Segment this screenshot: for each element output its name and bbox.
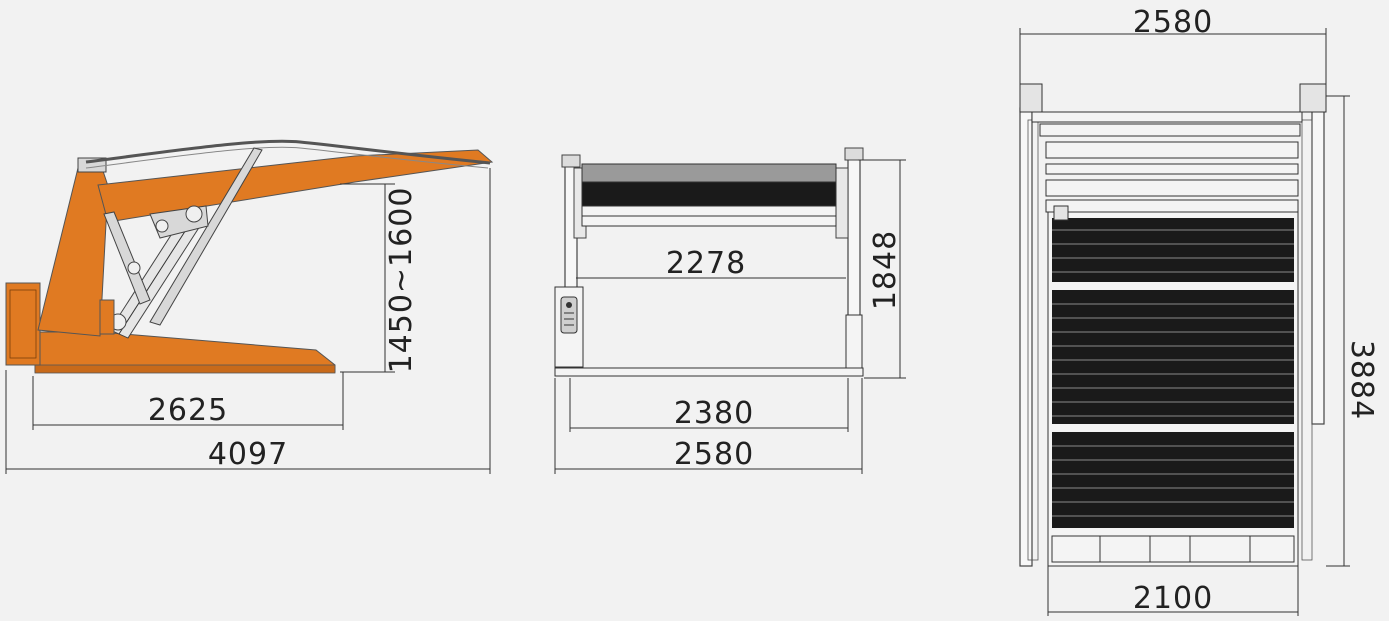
side-view-upper-arm	[97, 149, 494, 223]
side-view-top-rail-inner	[85, 146, 489, 169]
front-view: 2278 1848 2380 2580	[554, 147, 906, 474]
top-view: 2580 3884 2100	[1019, 5, 1379, 616]
top-view-slats-middle	[1052, 290, 1294, 424]
front-view-ground-rail	[554, 367, 864, 377]
side-view-diagonal-strut	[149, 147, 263, 326]
top-view-length-dimension: 3884	[1344, 340, 1379, 420]
side-view-base-dimension: 2625	[148, 393, 228, 428]
top-view-right-rail	[1311, 107, 1325, 425]
top-view-slats-lower	[1052, 432, 1294, 528]
side-view-linkage-arm	[103, 211, 151, 305]
top-view-left-rail	[1019, 107, 1033, 567]
top-view-left-post-cap	[1019, 83, 1043, 113]
top-view-top-width-dimension: 2580	[1133, 5, 1213, 40]
top-view-right-post-cap	[1299, 83, 1327, 113]
side-view-total-dimension: 4097	[208, 437, 288, 472]
side-view-control-box	[5, 282, 41, 366]
side-view-main-post	[37, 167, 109, 337]
front-view-outer-width-dimension: 2580	[674, 437, 754, 472]
top-view-slats-upper	[1052, 218, 1294, 282]
front-view-height-dimension: 1848	[868, 230, 903, 310]
side-view-top-rail	[85, 139, 491, 165]
side-view-base-rail	[34, 364, 336, 374]
front-view-inner-width-dimension: 2380	[674, 396, 754, 431]
front-view-platform-slats	[581, 181, 837, 207]
side-view: 1450~1600 2625 4097	[5, 139, 494, 474]
side-view-pivot-bracket	[99, 299, 115, 335]
front-view-platform-width-dimension: 2278	[666, 246, 746, 281]
top-view-bottom-width-dimension: 2100	[1133, 581, 1213, 616]
front-view-platform-top	[581, 163, 837, 183]
side-view-height-dimension: 1450~1600	[384, 187, 419, 374]
side-view-control-box-door	[9, 289, 37, 359]
